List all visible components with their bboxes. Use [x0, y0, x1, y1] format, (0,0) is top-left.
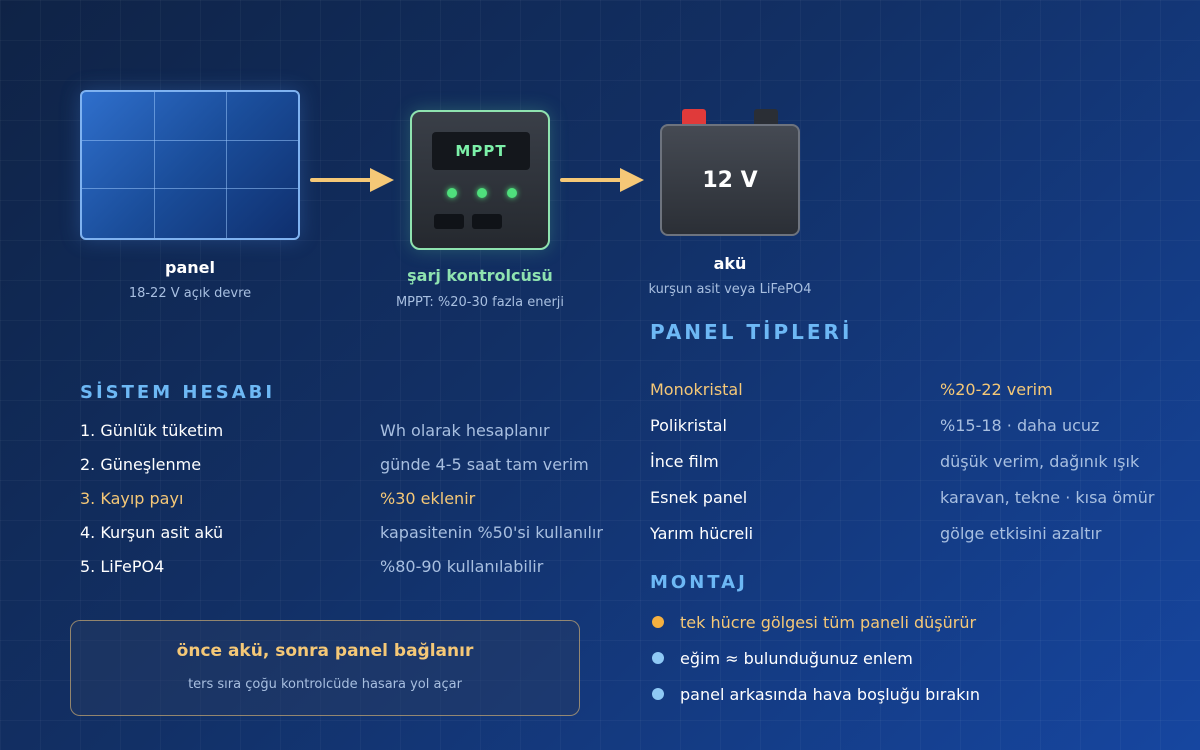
system-row-value: kapasitenin %50'si kullanılır — [380, 523, 603, 542]
panel-type-value: %15-18 · daha ucuz — [940, 416, 1100, 435]
arrow-head-icon — [620, 168, 644, 192]
mounting-item: panel arkasında hava boşluğu bırakın — [680, 685, 981, 704]
panel-type-value: karavan, tekne · kısa ömür — [940, 488, 1155, 507]
battery-icon: 12 V — [660, 124, 800, 236]
system-row-value: %80-90 kullanılabilir — [380, 557, 544, 576]
panel-type-value: %20-22 verim — [940, 380, 1053, 399]
panel-type-value: düşük verim, dağınık ışık — [940, 452, 1140, 471]
bullet-dot-icon — [652, 616, 664, 628]
controller-title: şarj kontrolcüsü — [407, 266, 553, 285]
warning-note: önce akü, sonra panel bağlanır ters sıra… — [70, 620, 580, 716]
controller-subtitle: MPPT: %20-30 fazla enerji — [395, 295, 565, 310]
mounting-item: eğim ≈ bulunduğunuz enlem — [680, 649, 913, 668]
charge-controller-icon: MPPT — [410, 110, 550, 250]
system-row-label: 4. Kurşun asit akü — [80, 523, 224, 542]
system-row-label: 3. Kayıp payı — [80, 489, 184, 508]
note-title: önce akü, sonra panel bağlanır — [176, 641, 474, 661]
arrow-panel-to-controller — [310, 178, 372, 182]
note-subtitle: ters sıra çoğu kontrolcüde hasara yol aç… — [188, 677, 462, 692]
mounting-item: tek hücre gölgesi tüm paneli düşürür — [680, 613, 977, 632]
panel-type-label: İnce film — [650, 452, 719, 471]
negative-terminal-icon — [754, 109, 778, 125]
system-row-label: 5. LiFePO4 — [80, 557, 165, 576]
led-icon — [477, 188, 487, 198]
arrow-head-icon — [370, 168, 394, 192]
port-icon — [434, 214, 464, 229]
arrow-controller-to-battery — [560, 178, 622, 182]
system-row-label: 2. Güneşlenme — [80, 455, 202, 474]
system-row-value: günde 4-5 saat tam verim — [380, 455, 589, 474]
battery-voltage: 12 V — [702, 167, 758, 193]
battery-title: akü — [713, 254, 747, 273]
mounting-heading: MONTAJ — [650, 572, 748, 593]
system-row-value: Wh olarak hesaplanır — [380, 421, 550, 440]
panel-subtitle: 18-22 V açık devre — [128, 286, 252, 301]
system-heading: SİSTEM HESABI — [80, 382, 276, 403]
panel-type-label: Monokristal — [650, 380, 743, 399]
panel-type-label: Polikristal — [650, 416, 727, 435]
positive-terminal-icon — [682, 109, 706, 125]
panel-title: panel — [165, 258, 215, 277]
panel-types-heading: PANEL TİPLERİ — [650, 320, 853, 344]
bullet-dot-icon — [652, 652, 664, 664]
panel-type-label: Yarım hücreli — [650, 524, 754, 543]
led-icon — [447, 188, 457, 198]
led-icon — [507, 188, 517, 198]
solar-panel-icon — [80, 90, 300, 240]
panel-type-label: Esnek panel — [650, 488, 748, 507]
controller-screen: MPPT — [432, 132, 530, 170]
battery-subtitle: kurşun asit veya LiFePO4 — [648, 282, 812, 297]
port-icon — [472, 214, 502, 229]
system-row-value: %30 eklenir — [380, 489, 476, 508]
bullet-dot-icon — [652, 688, 664, 700]
panel-type-value: gölge etkisini azaltır — [940, 524, 1102, 543]
system-row-label: 1. Günlük tüketim — [80, 421, 224, 440]
